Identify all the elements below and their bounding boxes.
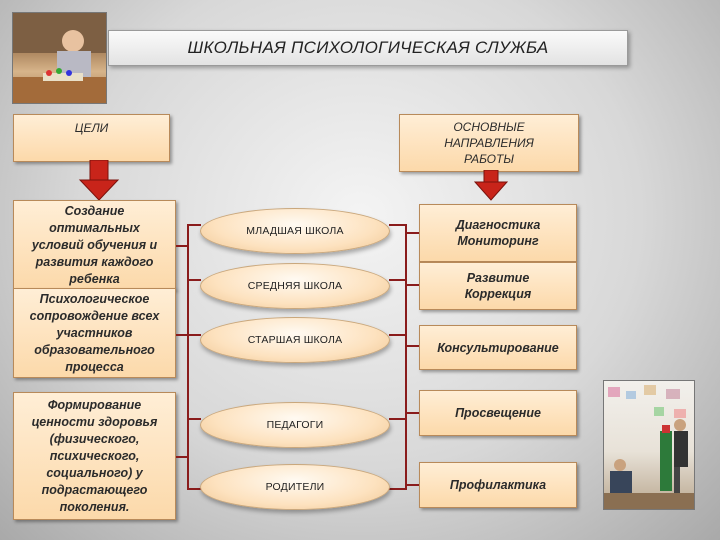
direction-education: Просвещение <box>419 390 577 436</box>
goals-header: ЦЕЛИ <box>13 114 170 162</box>
direction-development-line-2: Коррекция <box>464 287 532 301</box>
audience-senior-school: СТАРШАЯ ШКОЛА <box>200 317 390 363</box>
goal-3-line-1: Формирование <box>47 397 142 412</box>
goals-arrow-icon <box>78 160 120 201</box>
direction-diagnostics-line-2: Мониторинг <box>457 234 539 248</box>
audience-senior-school-label: СТАРШАЯ ШКОЛА <box>247 334 343 346</box>
directions-arrow-icon <box>473 170 509 201</box>
child-photo-graphic <box>13 13 106 103</box>
goal-1-line-2: оптимальных <box>49 220 140 235</box>
direction-consulting-label: Консультирование <box>437 340 559 355</box>
goal-1-line-3: условий обучения и <box>31 237 158 252</box>
goal-3-line-3: (физического, <box>49 431 140 446</box>
classroom-photo-graphic <box>604 385 694 509</box>
goal-3-line-2: ценности здоровья <box>31 414 158 429</box>
audience-junior-school: МЛАДШАЯ ШКОЛА <box>200 208 390 254</box>
goal-3-line-5: социального) у <box>46 465 143 480</box>
directions-header-label: ОСНОВНЫЕ НАПРАВЛЕНИЯ РАБОТЫ <box>444 120 534 166</box>
audience-teachers: ПЕДАГОГИ <box>200 402 390 448</box>
child-photo <box>12 12 107 104</box>
goal-1-line-4: развития каждого <box>35 254 154 269</box>
audience-teachers-label: ПЕДАГОГИ <box>266 419 324 431</box>
goal-1-line-1: Создание <box>64 203 125 218</box>
direction-education-label: Просвещение <box>455 406 541 420</box>
audience-middle-school: СРЕДНЯЯ ШКОЛА <box>200 263 390 309</box>
audience-parents-label: РОДИТЕЛИ <box>265 481 325 493</box>
goal-box-3: Формирование ценности здоровья (физическ… <box>13 392 176 520</box>
goal-1-line-5: ребенка <box>69 271 120 286</box>
direction-prevention: Профилактика <box>419 462 577 508</box>
classroom-photo <box>603 380 695 510</box>
audience-middle-school-label: СРЕДНЯЯ ШКОЛА <box>247 280 343 292</box>
direction-consulting: Консультирование <box>419 325 577 370</box>
direction-development: Развитие Коррекция <box>419 262 577 310</box>
goals-header-label: ЦЕЛИ <box>74 121 109 135</box>
goal-2-line-1: Психологическое <box>39 291 150 306</box>
directions-header: ОСНОВНЫЕ НАПРАВЛЕНИЯ РАБОТЫ <box>399 114 579 172</box>
audience-parents: РОДИТЕЛИ <box>200 464 390 510</box>
goal-box-2: Психологическое сопровождение всех участ… <box>13 288 176 378</box>
direction-development-line-1: Развитие <box>466 271 530 285</box>
goal-2-line-3: участников <box>56 325 133 340</box>
goal-box-1: Создание оптимальных условий обучения и … <box>13 200 176 290</box>
goal-2-line-4: образовательного <box>34 342 155 357</box>
goal-2-line-5: процесса <box>65 359 124 374</box>
direction-prevention-label: Профилактика <box>449 478 547 492</box>
goal-2-line-2: сопровождение всех <box>29 308 160 323</box>
goal-3-line-6: подрастающего <box>41 482 148 497</box>
direction-diagnostics: Диагностика Мониторинг <box>419 204 577 262</box>
goal-3-line-7: поколения. <box>59 499 130 514</box>
audience-junior-school-label: МЛАДШАЯ ШКОЛА <box>246 225 344 237</box>
goal-3-line-4: психического, <box>49 448 140 463</box>
page-title: ШКОЛЬНАЯ ПСИХОЛОГИЧЕСКАЯ СЛУЖБА <box>108 30 628 66</box>
direction-diagnostics-line-1: Диагностика <box>455 218 541 232</box>
